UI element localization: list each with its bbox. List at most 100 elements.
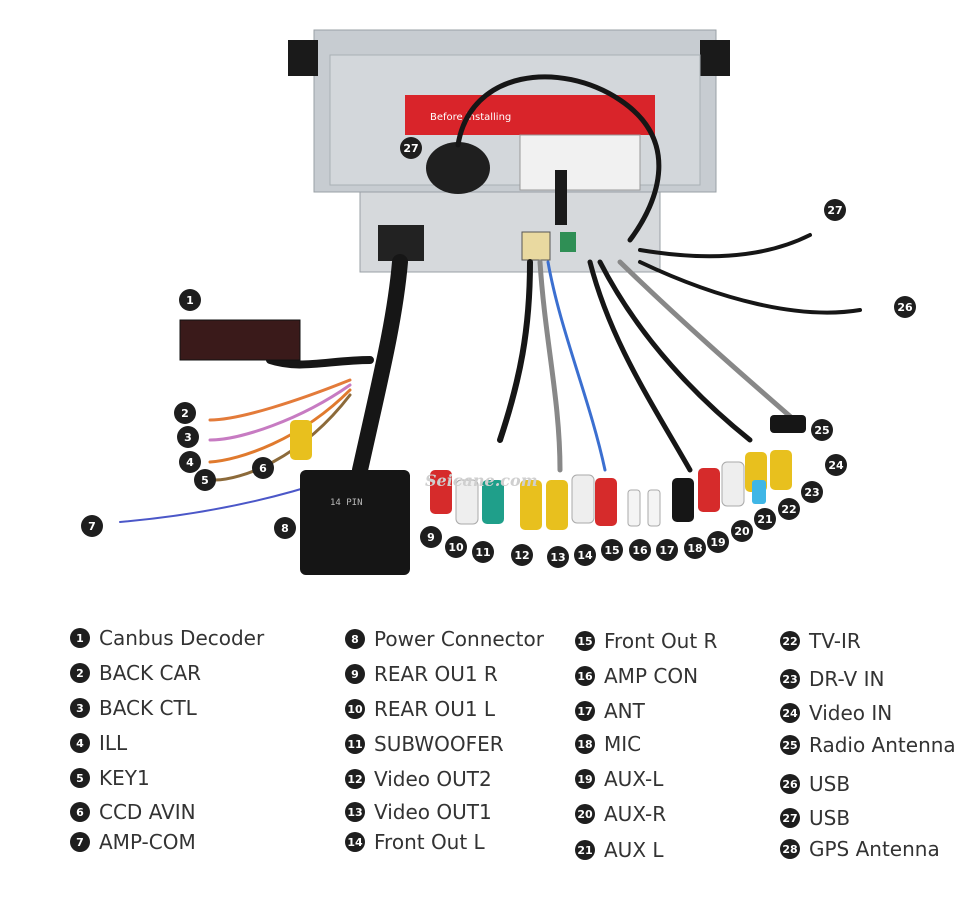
legend-label: Canbus Decoder xyxy=(99,626,265,650)
callout-9: 9 xyxy=(420,526,442,548)
legend-number: 15 xyxy=(575,631,595,651)
callout-8: 8 xyxy=(274,517,296,539)
legend-item: 12 Video OUT2 xyxy=(345,766,492,792)
callout-number: 19 xyxy=(710,536,725,549)
callout-16: 16 xyxy=(629,539,651,561)
callout-15: 15 xyxy=(601,539,623,561)
legend-number: 5 xyxy=(70,768,90,788)
legend-label: REAR OU1 L xyxy=(374,697,496,721)
callout-number: 5 xyxy=(201,474,209,487)
legend-item: 4 ILL xyxy=(70,730,127,756)
callout-14: 14 xyxy=(574,544,596,566)
sticker-text: Before installing xyxy=(430,112,511,123)
warning-sticker xyxy=(405,95,655,135)
legend-number: 6 xyxy=(70,802,90,822)
legend-number: 1 xyxy=(70,628,90,648)
legend-label: Video OUT2 xyxy=(374,767,492,791)
callout-number: 13 xyxy=(550,551,565,564)
canbus-decoder-box xyxy=(179,319,301,361)
callout-4: 4 xyxy=(179,451,201,473)
legend-number: 22 xyxy=(780,631,800,651)
callout-22: 22 xyxy=(778,498,800,520)
callout-2: 2 xyxy=(174,402,196,424)
legend-label: Front Out L xyxy=(374,830,485,854)
legend-label: DR-V IN xyxy=(809,667,885,691)
legend-number: 12 xyxy=(345,769,365,789)
legend-number: 2 xyxy=(70,663,90,683)
callout-number: 18 xyxy=(687,542,702,555)
callout-number: 7 xyxy=(88,520,96,533)
legend-label: AMP-COM xyxy=(99,830,196,854)
legend-number: 21 xyxy=(575,840,595,860)
legend-label: CCD AVIN xyxy=(99,800,196,824)
callout-13: 13 xyxy=(547,546,569,568)
legend-item: 6 CCD AVIN xyxy=(70,799,196,825)
callout-20: 20 xyxy=(731,520,753,542)
legend-number: 7 xyxy=(70,832,90,852)
callout-27: 27 xyxy=(824,199,846,221)
callout-26: 26 xyxy=(894,296,916,318)
callout-1: 1 xyxy=(179,289,201,311)
legend-number: 18 xyxy=(575,734,595,754)
callout-21: 21 xyxy=(754,508,776,530)
callout-5: 5 xyxy=(194,469,216,491)
legend-number: 20 xyxy=(575,804,595,824)
power-connector xyxy=(300,470,410,575)
callout-number: 8 xyxy=(281,522,289,535)
legend-number: 4 xyxy=(70,733,90,753)
legend-label: USB xyxy=(809,772,851,796)
callout-number: 22 xyxy=(781,503,796,516)
legend-number: 28 xyxy=(780,839,800,859)
rca-plugs xyxy=(430,415,806,530)
callout-18: 18 xyxy=(684,537,706,559)
legend-label: Video OUT1 xyxy=(374,800,492,824)
callout-7: 7 xyxy=(81,515,103,537)
callout-number: 20 xyxy=(734,525,750,538)
legend-number: 8 xyxy=(345,629,365,649)
legend-label: AMP CON xyxy=(604,664,699,688)
legend-label: Front Out R xyxy=(604,629,718,653)
legend-number: 14 xyxy=(345,832,365,852)
legend-label: ILL xyxy=(99,731,128,755)
callout-number: 9 xyxy=(427,531,435,544)
legend-item: 2 BACK CAR xyxy=(70,660,201,686)
legend-label: SUBWOOFER xyxy=(374,732,504,756)
callout-6: 6 xyxy=(252,457,274,479)
legend-label: Video IN xyxy=(809,701,893,725)
callout-11: 11 xyxy=(472,541,494,563)
legend-number: 23 xyxy=(780,669,800,689)
legend-number: 3 xyxy=(70,698,90,718)
legend-number: 26 xyxy=(780,774,800,794)
cables xyxy=(119,74,862,523)
callout-number: 10 xyxy=(448,541,464,554)
legend-label: BACK CTL xyxy=(99,696,197,720)
legend-number: 24 xyxy=(780,703,800,723)
callout-number: 12 xyxy=(514,549,529,562)
callout-27: 27 xyxy=(400,137,422,159)
legend-label: AUX-R xyxy=(604,802,667,826)
callout-number: 2 xyxy=(181,407,189,420)
legend-item: 8 Power Connector xyxy=(345,626,544,652)
legend-label: BACK CAR xyxy=(99,661,202,685)
callout-25: 25 xyxy=(811,419,833,441)
callout-number: 3 xyxy=(184,431,192,444)
callout-10: 10 xyxy=(445,536,467,558)
callout-number: 14 xyxy=(577,549,593,562)
callout-number: 15 xyxy=(604,544,619,557)
callout-number: 16 xyxy=(632,544,648,557)
callout-number: 17 xyxy=(659,544,674,557)
legend-label: GPS Antenna xyxy=(809,837,940,861)
radio-stub-antenna xyxy=(555,170,567,225)
wiring-diagram: Before installing 14 PIN xyxy=(81,29,916,575)
legend-label: Power Connector xyxy=(374,627,544,651)
callout-number: 26 xyxy=(897,301,913,314)
legend-number: 19 xyxy=(575,769,595,789)
legend-number: 17 xyxy=(575,701,595,721)
legend-number: 25 xyxy=(780,735,800,755)
legend-label: ANT xyxy=(604,699,645,723)
